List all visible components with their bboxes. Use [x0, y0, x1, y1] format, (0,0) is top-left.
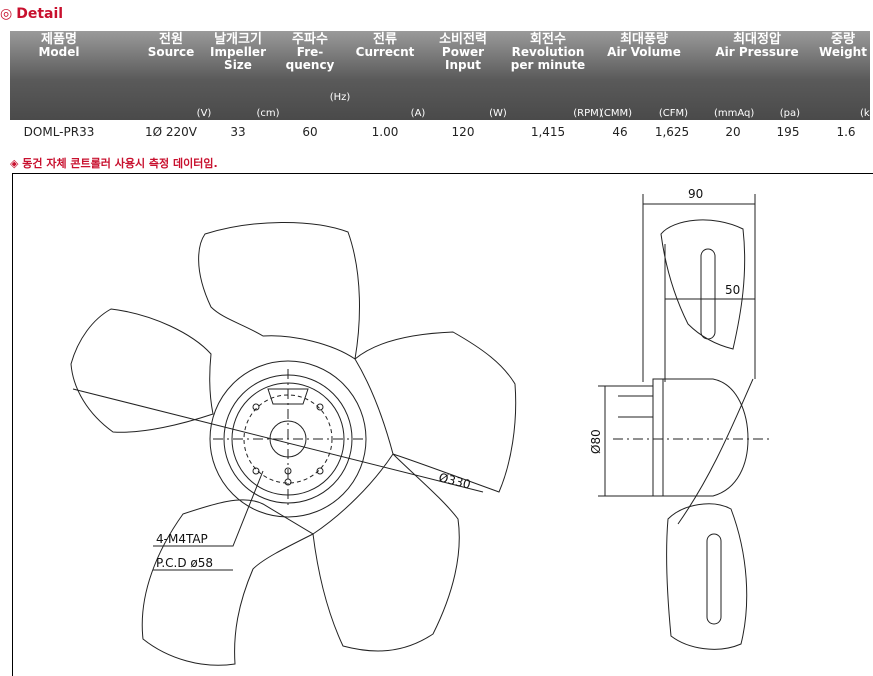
fan-blades — [70, 222, 517, 666]
header-impeller-unit: (cm) — [256, 108, 280, 119]
header-model-en: Model — [38, 45, 80, 59]
mounting-holes — [252, 403, 324, 486]
header-air-volume-unit-cfm: (CFM) — [658, 108, 688, 119]
cell-cmm: 46 — [612, 125, 628, 139]
header-air-pressure-unit-pa: (pa) — [779, 108, 800, 119]
spec-table-row: DOML-PR33 1Ø 220V 33 60 1.00 120 1,415 4… — [10, 125, 870, 143]
upper-blade-slot — [700, 248, 716, 340]
lower-blade-slot — [706, 533, 722, 625]
hub-diameter-label: Ø80 — [589, 429, 603, 454]
header-revolution-ko: 회전수 — [530, 32, 566, 47]
header-revolution-en: Revolution per minute — [510, 45, 586, 72]
diameter-leader — [72, 388, 484, 493]
header-impeller: 날개크기 Impeller Size (cm) — [208, 31, 280, 120]
header-revolution-unit: (RPM) — [573, 108, 603, 119]
header-model-ko: 제품명 — [41, 32, 77, 47]
blade-twist — [677, 378, 754, 525]
fan-blade-right — [354, 331, 517, 493]
header-current-unit: (A) — [410, 108, 426, 119]
motor-body — [652, 378, 749, 497]
fan-blade-top — [198, 222, 360, 360]
header-frequency-ko: 주파수 — [292, 32, 328, 47]
tap-label: 4-M4TAP — [156, 532, 208, 546]
cell-mmaq: 20 — [725, 125, 741, 139]
measurement-note: ◈ 동건 자체 콘트롤러 사용시 측정 데이터임. — [10, 157, 218, 170]
pcd-label: P.C.D ø58 — [156, 556, 213, 570]
header-air-volume: 최대풍량 Air Volume (CMM) (CFM) — [600, 31, 688, 120]
fan-blade-left — [70, 308, 214, 433]
cell-weight: 1.6 — [836, 125, 856, 139]
header-power-en: Power Input — [441, 45, 485, 72]
hub-key-slot — [267, 388, 309, 405]
cell-model: DOML-PR33 — [23, 125, 95, 139]
spec-table-header: 제품명 Model 전원 Source (V) 날개크기 Impeller Si… — [10, 31, 873, 120]
header-current: 전류 Currecnt (A) — [352, 31, 426, 120]
cell-pa: 195 — [776, 125, 800, 139]
header-air-pressure: 최대정압 Air Pressure (mmAq) (pa) — [714, 31, 800, 120]
header-model: 제품명 Model — [10, 31, 108, 120]
header-revolution: 회전수 Revolution per minute (RPM) — [508, 31, 603, 120]
header-air-volume-unit-cmm: (CMM) — [600, 108, 633, 119]
section-title: ◎Detail — [0, 6, 63, 22]
header-power: 소비전력 Power Input (W) — [428, 31, 507, 120]
header-weight-ko: 중량 — [831, 32, 855, 47]
header-power-ko: 소비전력 — [439, 32, 487, 47]
header-air-volume-ko: 최대풍량 — [620, 32, 668, 47]
header-air-volume-en: Air Volume — [607, 45, 681, 59]
header-source-ko: 전원 — [159, 32, 183, 47]
header-source-en: Source — [147, 45, 195, 59]
technical-drawing: Ø330 4-M4TAP P.C.D ø58 90 50 Ø80 — [12, 173, 873, 676]
cell-impeller: 33 — [230, 125, 246, 139]
hub-outer-ring — [209, 360, 367, 518]
cell-cfm: 1,625 — [654, 125, 690, 139]
fan-front-view — [70, 222, 517, 666]
fan-side-view — [598, 194, 773, 650]
width-total-label: 90 — [688, 187, 703, 201]
header-impeller-ko: 날개크기 — [214, 32, 262, 47]
header-current-en: Currecnt — [355, 45, 415, 59]
cell-power: 120 — [451, 125, 475, 139]
side-blade-upper — [660, 219, 746, 350]
header-weight: 중량 Weight (kg) — [816, 31, 873, 120]
cell-revolution: 1,415 — [530, 125, 566, 139]
cell-source: 1Ø 220V — [144, 125, 197, 139]
header-impeller-en: Impeller Size — [210, 45, 266, 72]
header-weight-unit: (kg) — [860, 108, 873, 119]
header-frequency: 주파수 Fre-quency (Hz) — [280, 31, 351, 120]
header-air-pressure-en: Air Pressure — [715, 45, 799, 59]
header-source: 전원 Source (V) — [138, 31, 212, 120]
header-weight-en: Weight — [819, 45, 867, 59]
drawing-canvas: Ø330 4-M4TAP P.C.D ø58 90 50 Ø80 — [70, 187, 773, 666]
header-current-ko: 전류 — [373, 32, 397, 47]
header-power-unit: (W) — [489, 108, 507, 119]
header-source-unit: (V) — [196, 108, 212, 119]
section-title-glyph: ◎ — [0, 6, 13, 22]
width-inner-label: 50 — [725, 283, 740, 297]
fan-blade-lower-left — [141, 499, 315, 666]
cell-current: 1.00 — [371, 125, 399, 139]
fan-blade-lower-right — [312, 453, 460, 652]
tap-leader — [153, 470, 264, 547]
header-frequency-en: Fre-quency — [285, 45, 335, 72]
cell-frequency: 60 — [302, 125, 318, 139]
section-title-text: Detail — [16, 6, 64, 22]
side-blade-lower — [666, 503, 748, 650]
header-air-pressure-unit-mmaq: (mmAq) — [714, 108, 755, 119]
header-frequency-unit: (Hz) — [329, 92, 351, 103]
bolt-circle — [243, 394, 333, 484]
header-air-pressure-ko: 최대정압 — [733, 32, 781, 47]
diameter-label: Ø330 — [437, 470, 472, 491]
